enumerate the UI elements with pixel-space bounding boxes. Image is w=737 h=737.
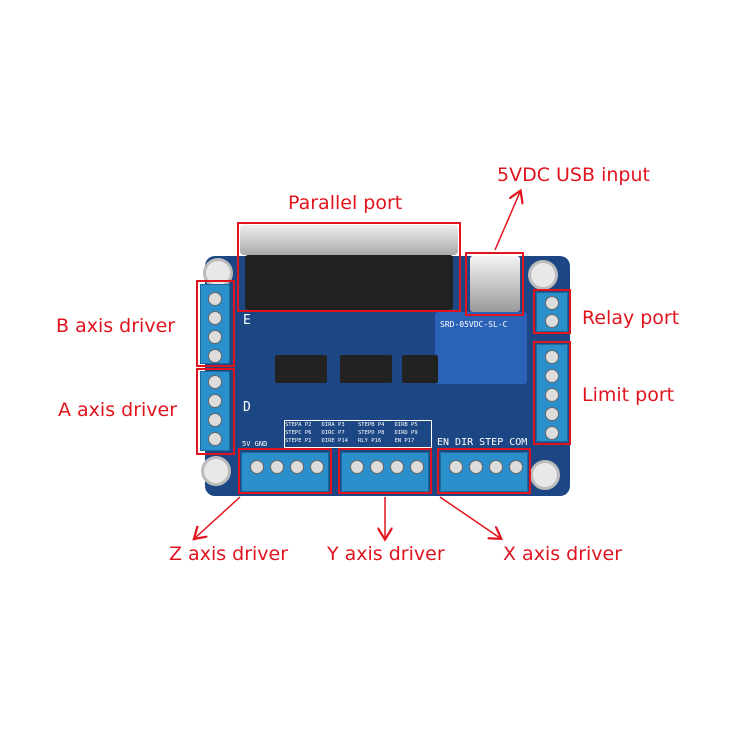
terminal-screw [208, 394, 222, 408]
usb-input-label: 5VDC USB input [497, 164, 650, 186]
pin-label: STEPE P1 [285, 438, 312, 444]
terminal-screw [208, 349, 222, 363]
z-axis-label: Z axis driver [169, 543, 289, 565]
x-arrow [439, 496, 500, 538]
b-axis-highlight [196, 280, 235, 367]
terminal-screw [469, 460, 483, 474]
pin-label: DIRE P14 [321, 438, 349, 444]
y-axis-highlight [338, 448, 432, 494]
limit-port-highlight [533, 341, 571, 445]
terminal-screw [489, 460, 503, 474]
terminal-screw [449, 460, 463, 474]
pin-label: STEPB P4 [358, 422, 385, 428]
terminal-screw [545, 296, 559, 310]
section-e-label: E [243, 313, 251, 328]
x-pins-label: EN DIR STEP COM [437, 437, 528, 448]
pin-label: DIRB P5 [394, 422, 418, 428]
pin-label: RLY P16 [358, 438, 382, 444]
terminal-screw [208, 311, 222, 325]
pin-label: DIRA P3 [321, 422, 345, 428]
z-axis-highlight [238, 448, 332, 494]
terminal-screw [545, 426, 559, 440]
pin-label: STEPA P2 [285, 422, 312, 428]
parallel-port-label: Parallel port [288, 192, 403, 214]
db25-connector-shell [240, 225, 458, 255]
x-axis-highlight [437, 448, 531, 494]
usb-arrow [494, 192, 520, 251]
terminal-screw [250, 460, 264, 474]
parallel-port-highlight [237, 222, 461, 312]
mount-hole [203, 258, 233, 288]
terminal-screw [208, 292, 222, 306]
b-axis-label: B axis driver [56, 315, 176, 337]
z-arrow [195, 496, 241, 538]
terminal-screw [290, 460, 304, 474]
pin-label: EN P17 [394, 438, 415, 444]
pin-label: DIRD P9 [394, 430, 418, 436]
terminal-screw [208, 330, 222, 344]
relay-label: SRD-05VDC-SL-C [440, 320, 508, 329]
terminal-screw [310, 460, 324, 474]
mount-hole [530, 460, 560, 490]
terminal-screw [545, 369, 559, 383]
mount-hole [528, 260, 558, 290]
usb-highlight [465, 252, 524, 316]
db25-connector-body [245, 255, 453, 310]
terminal-screw [545, 314, 559, 328]
terminal-screw [270, 460, 284, 474]
terminal-screw [545, 407, 559, 421]
pin-label: STEPC P6 [285, 430, 312, 436]
relay [435, 312, 527, 384]
pin-map-table: STEPA P2 STEPC P6 STEPE P1 DIRA P3 DIRC P7 D… [284, 420, 432, 448]
terminal-screw [390, 460, 404, 474]
terminal-screw [545, 350, 559, 364]
terminal-screw [208, 413, 222, 427]
section-d-label: D [243, 400, 251, 415]
power-label: 5V GND [242, 440, 268, 448]
limit-port-label: Limit port [582, 384, 675, 406]
terminal-screw [208, 432, 222, 446]
pin-label: STEPD P8 [358, 430, 385, 436]
relay-port-highlight [533, 289, 571, 334]
relay-port-label: Relay port [582, 307, 680, 329]
terminal-screw [545, 388, 559, 402]
terminal-screw [350, 460, 364, 474]
pin-label: DIRC P7 [321, 430, 345, 436]
a-axis-label: A axis driver [58, 399, 178, 421]
ic-chip [402, 355, 438, 383]
y-axis-label: Y axis driver [327, 543, 445, 565]
a-axis-highlight [196, 368, 235, 455]
usb-connector [470, 256, 520, 312]
ic-chip [275, 355, 327, 383]
terminal-screw [208, 375, 222, 389]
x-axis-label: X axis driver [503, 543, 623, 565]
terminal-screw [509, 460, 523, 474]
ic-chip [340, 355, 392, 383]
mount-hole [201, 456, 231, 486]
terminal-screw [410, 460, 424, 474]
terminal-screw [370, 460, 384, 474]
